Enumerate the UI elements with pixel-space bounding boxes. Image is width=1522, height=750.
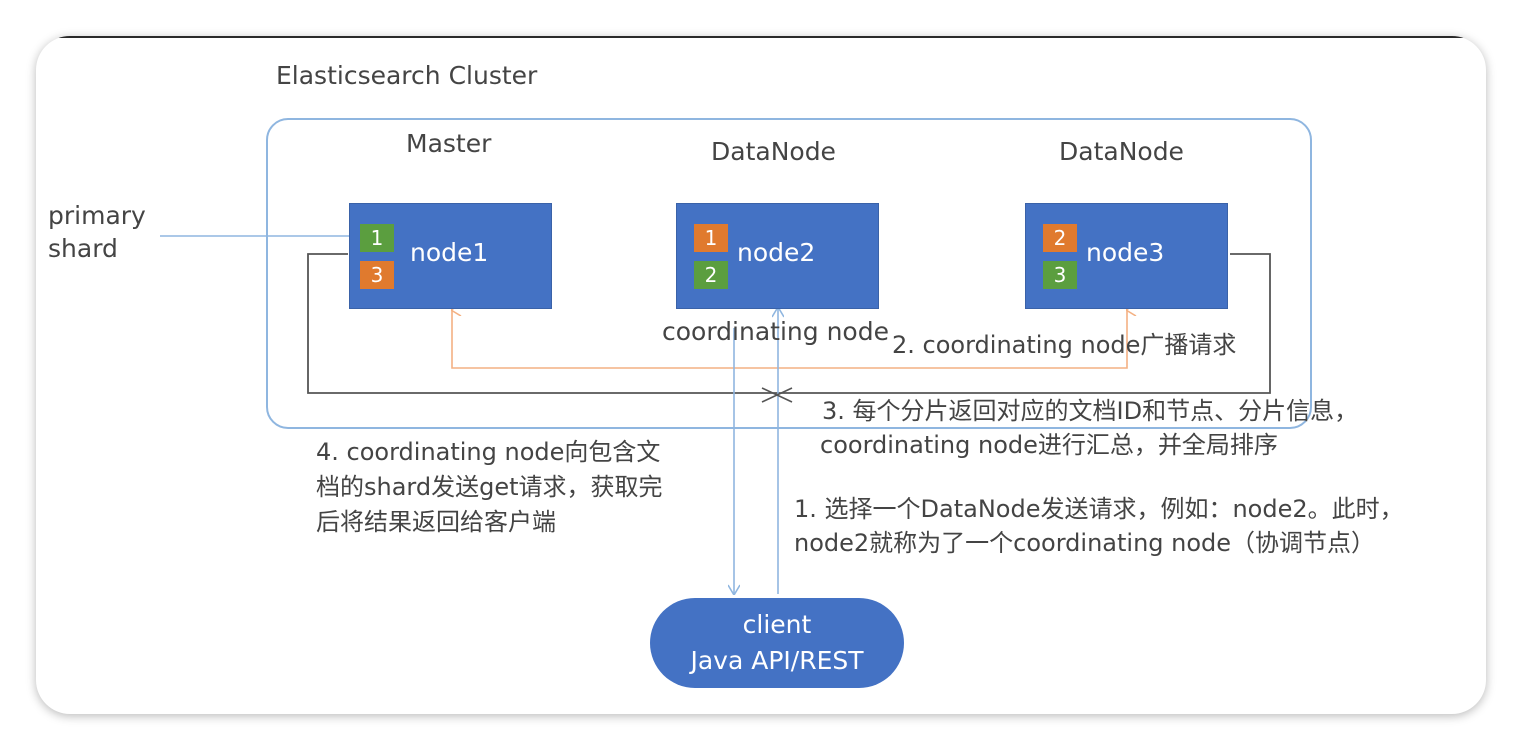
node2-role: DataNode bbox=[711, 137, 836, 166]
node1-box: 1 3 node1 bbox=[349, 203, 552, 309]
client-node: client Java API/REST bbox=[650, 598, 904, 688]
cluster-title: Elasticsearch Cluster bbox=[276, 61, 538, 90]
step2-text: 2. coordinating node广播请求 bbox=[892, 331, 1237, 359]
cross-mark-b bbox=[761, 387, 793, 403]
node2-box: 1 2 node2 bbox=[676, 203, 879, 309]
step3-line1: 3. 每个分片返回对应的文档ID和节点、分片信息， bbox=[822, 397, 1359, 425]
node3-role: DataNode bbox=[1059, 137, 1184, 166]
node2-shard-replica: 1 bbox=[694, 224, 728, 252]
connector-lines bbox=[160, 235, 1271, 714]
gather-loop-line bbox=[307, 253, 1271, 394]
step4-line3: 后将结果返回给客户端 bbox=[316, 508, 556, 536]
step1-line1: 1. 选择一个DataNode发送请求，例如：node2。此时， bbox=[794, 495, 1404, 523]
step4-line1: 4. coordinating node向包含文 bbox=[316, 438, 661, 466]
primary-label-line1: primary bbox=[48, 201, 146, 230]
node1-shard-replica: 3 bbox=[360, 261, 394, 289]
client-label: client bbox=[742, 610, 812, 639]
diagram-card: Elasticsearch Cluster primary shard bbox=[36, 36, 1486, 714]
top-border bbox=[36, 36, 1486, 38]
broadcast-line bbox=[452, 310, 1127, 369]
node1-label: node1 bbox=[410, 238, 489, 267]
node3-shard-replica: 2 bbox=[1043, 224, 1077, 252]
node1-shard-primary: 1 bbox=[360, 224, 394, 252]
diagram-stage: Elasticsearch Cluster primary shard bbox=[36, 36, 1486, 714]
node3-label: node3 bbox=[1086, 238, 1165, 267]
cluster-boundary bbox=[266, 118, 1312, 429]
step3-line2: coordinating node进行汇总，并全局排序 bbox=[820, 431, 1278, 459]
client-api-label: Java API/REST bbox=[690, 646, 864, 675]
step4-line2: 档的shard发送get请求，获取完 bbox=[316, 473, 663, 501]
node3-box: 2 3 node3 bbox=[1025, 203, 1228, 309]
node1-role: Master bbox=[406, 129, 492, 158]
primary-label-line2: shard bbox=[48, 234, 118, 263]
node3-shard-primary: 3 bbox=[1043, 261, 1077, 289]
coordinating-node-label: coordinating node bbox=[662, 317, 889, 346]
node2-label: node2 bbox=[737, 238, 816, 267]
step1-line2: node2就称为了一个coordinating node（协调节点） bbox=[794, 529, 1376, 557]
node2-shard-primary: 2 bbox=[694, 261, 728, 289]
